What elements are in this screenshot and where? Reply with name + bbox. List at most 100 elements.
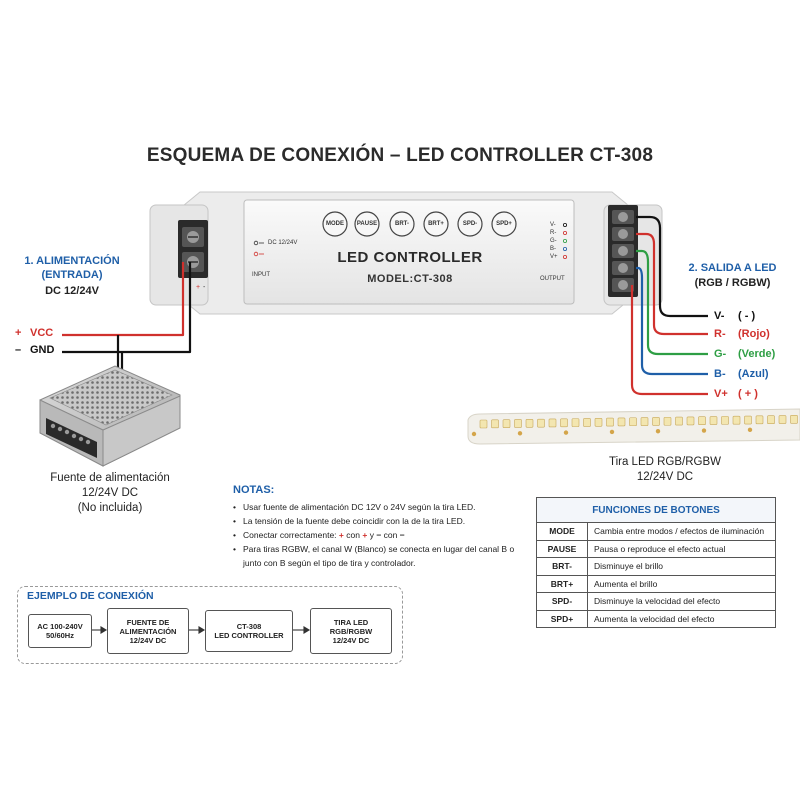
function-desc: Cambia entre modos / efectos de iluminac… xyxy=(587,522,776,541)
example-heading: EJEMPLO DE CONEXIÓN xyxy=(27,590,154,602)
function-key: SPD+ xyxy=(536,609,588,628)
led-chip xyxy=(640,417,649,426)
led-chip xyxy=(571,418,580,427)
brt-plus-button: BRT+ xyxy=(428,221,444,227)
input-label: INPUT xyxy=(252,272,270,278)
led-chip xyxy=(537,418,545,428)
example-step-controller: CT-308 LED CONTROLLER xyxy=(205,610,293,652)
output-subheading: (RGB / RGBW) xyxy=(694,277,771,289)
pin-v-plus: V+ xyxy=(550,254,558,260)
led-chip xyxy=(790,415,798,424)
power-heading-sub: (ENTRADA) xyxy=(41,269,103,281)
plus-word: con xyxy=(346,530,360,540)
led-chip xyxy=(732,415,741,425)
wire-color-label: (Verde) xyxy=(738,348,776,360)
plus-sign-2: + xyxy=(362,530,368,540)
notes-list: Usar fuente de alimentación DC 12V o 24V… xyxy=(233,500,533,570)
plus-sign: + xyxy=(338,530,344,540)
led-chip xyxy=(698,416,706,426)
strip-caption-1: Tira LED RGB/RGBW xyxy=(608,456,722,468)
power-voltage: DC 12/24V xyxy=(45,285,99,297)
function-key: MODE xyxy=(536,522,588,541)
solder-pad xyxy=(701,428,707,433)
table-row: BRT+Aumenta el brillo xyxy=(536,574,776,593)
dc-input-label: DC 12/24V xyxy=(268,240,298,246)
led-chip xyxy=(548,418,557,428)
vcc-label: VCC xyxy=(30,327,54,339)
solder-pad xyxy=(563,430,569,435)
function-desc: Aumenta el brillo xyxy=(587,574,776,593)
led-chip xyxy=(744,415,752,425)
strip-caption-2: 12/24V DC xyxy=(636,471,694,483)
led-strip xyxy=(467,408,800,445)
function-key: BRT+ xyxy=(536,574,588,593)
example-flow-arrows xyxy=(91,626,311,634)
wire-pin-label: R- xyxy=(714,328,726,340)
solder-pad xyxy=(471,431,477,437)
wire-pin-label: B- xyxy=(714,368,726,380)
minus-word: con xyxy=(383,530,398,540)
wire-pin-label: G- xyxy=(714,348,727,360)
note-item: La tensión de la fuente debe coincidir c… xyxy=(233,514,533,528)
connect-prefix: Conectar correctamente: xyxy=(243,530,337,540)
output-heading: 2. SALIDA A LED xyxy=(688,262,777,274)
pin-v-minus: V- xyxy=(550,222,556,228)
led-chip xyxy=(491,419,499,429)
led-chip xyxy=(502,419,511,428)
power-supply-unit xyxy=(39,365,181,467)
led-chip xyxy=(709,416,718,425)
function-desc: Disminuye el brillo xyxy=(587,557,776,576)
led-chip xyxy=(652,417,660,426)
led-chip xyxy=(479,419,488,429)
wire-pin-label: V- xyxy=(714,310,725,322)
controller-name: LED CONTROLLER xyxy=(337,249,483,266)
function-key: PAUSE xyxy=(536,539,588,558)
psu-caption-1: Fuente de alimentación xyxy=(50,472,170,484)
wire-pin-label: V+ xyxy=(714,388,728,400)
svg-text:-: - xyxy=(203,284,206,291)
wire-color-label: (Azul) xyxy=(738,368,769,380)
gnd-label: GND xyxy=(30,344,55,356)
wire-color-label: ( + ) xyxy=(738,388,758,400)
led-chip xyxy=(583,418,591,427)
example-box xyxy=(17,586,403,664)
function-desc: Aumenta la velocidad del efecto xyxy=(587,609,776,628)
led-controller-device xyxy=(149,191,663,315)
output-wires xyxy=(630,215,708,396)
controller-model: MODEL:CT-308 xyxy=(367,273,453,285)
pin-b-minus: B- xyxy=(550,246,556,252)
functions-heading: FUNCIONES DE BOTONES xyxy=(536,497,776,523)
example-step-strip: TIRA LED RGB/RGBW 12/24V DC xyxy=(310,608,392,654)
mode-button: MODE xyxy=(326,221,344,227)
plus-minus-marks: + - xyxy=(196,284,206,291)
wire-color-label: (Rojo) xyxy=(738,328,770,340)
minus-sign: − xyxy=(376,530,382,540)
led-chip xyxy=(629,417,637,427)
led-chip xyxy=(525,419,534,428)
function-key: SPD- xyxy=(536,592,588,611)
led-chip xyxy=(514,419,522,428)
solder-pad xyxy=(655,429,661,434)
spd-minus-button: SPD- xyxy=(462,221,478,227)
led-chip xyxy=(778,415,787,424)
pin-r-minus: R- xyxy=(550,230,557,236)
led-chip xyxy=(606,417,614,427)
led-chip xyxy=(767,415,775,424)
table-row: SPD+Aumenta la velocidad del efecto xyxy=(536,609,776,628)
solder-pad xyxy=(747,427,753,433)
led-chip xyxy=(755,415,764,425)
power-heading: 1. ALIMENTACIÓN xyxy=(24,255,120,267)
pin-g-minus: G- xyxy=(550,238,557,244)
notes-heading: NOTAS: xyxy=(233,484,275,496)
and-word: y xyxy=(369,530,374,540)
spd-plus-button: SPD+ xyxy=(496,221,512,227)
led-chip xyxy=(663,416,672,426)
solder-pad xyxy=(517,431,523,436)
note-item-connect: Conectar correctamente: + con + y − con … xyxy=(233,528,533,542)
led-chip xyxy=(560,418,568,428)
solder-pad xyxy=(609,429,615,435)
svg-text:+: + xyxy=(196,284,200,291)
